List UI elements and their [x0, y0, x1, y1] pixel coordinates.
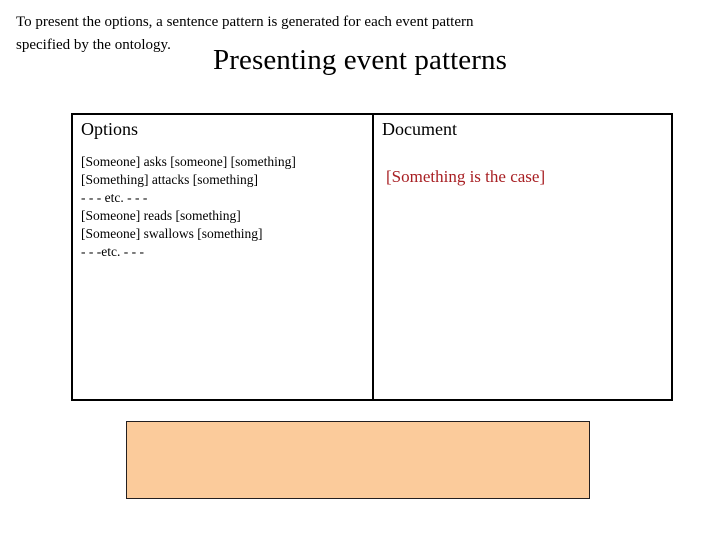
- list-item: - - - etc. - - -: [81, 190, 148, 205]
- list-item[interactable]: [Someone] swallows [something]: [81, 226, 263, 241]
- table-column-document: Document [Something is the case]: [374, 115, 675, 399]
- column-header-document: Document: [382, 119, 457, 139]
- document-sentence: [Something is the case]: [386, 167, 546, 186]
- list-item: - - -etc. - - -: [81, 244, 144, 259]
- list-item[interactable]: [Someone] asks [someone] [something]: [81, 154, 296, 169]
- caption-text: To present the options, a sentence patte…: [16, 14, 474, 53]
- page-title: Presenting event patterns: [212, 44, 508, 76]
- list-item[interactable]: [Something] attacks [something]: [81, 172, 258, 187]
- column-header-options: Options: [81, 119, 139, 139]
- options-list: [Someone] asks [someone] [something] [So…: [81, 153, 371, 261]
- table-column-options: Options [Someone] asks [someone] [someth…: [73, 115, 374, 399]
- caption-box: [126, 421, 590, 499]
- pattern-table: Options [Someone] asks [someone] [someth…: [71, 113, 673, 401]
- list-item[interactable]: [Someone] reads [something]: [81, 208, 241, 223]
